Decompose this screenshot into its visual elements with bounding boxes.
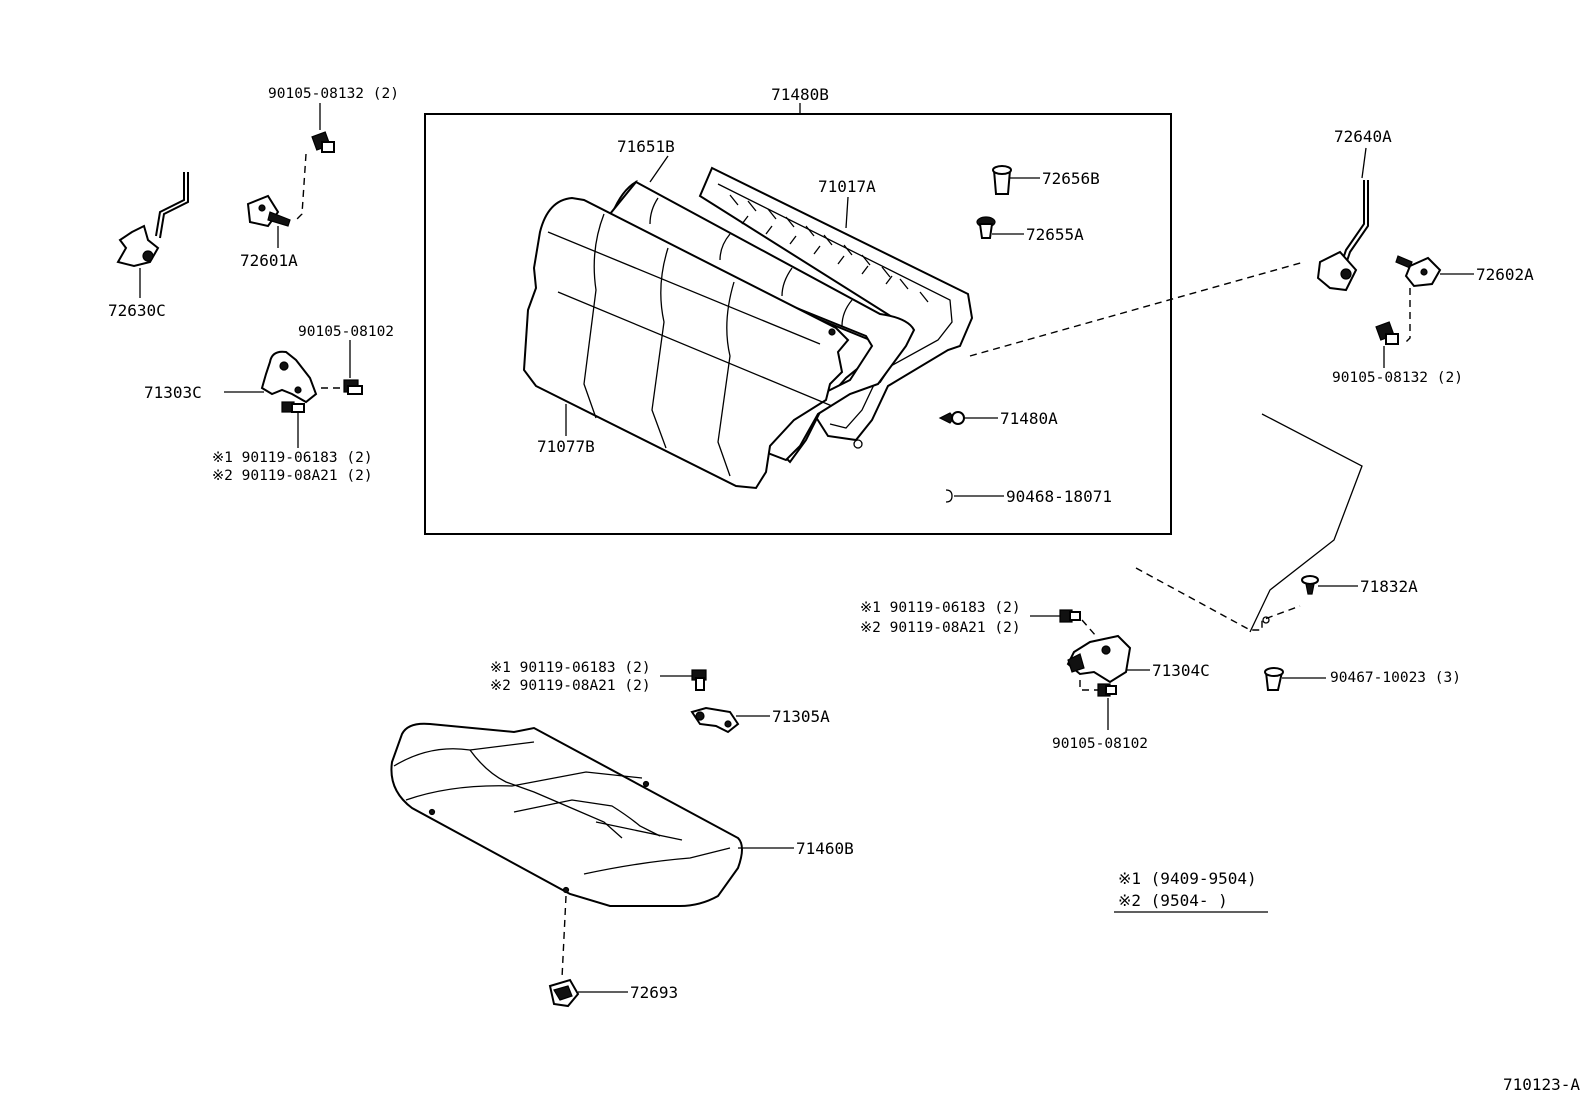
left-note-2: ※2 90119-08A21 (2): [212, 468, 373, 484]
label-72656B: 72656B: [1042, 169, 1100, 188]
bolt-90105-08102-left-icon: [343, 379, 363, 395]
seat-cushion-71460B: [390, 722, 743, 907]
dashed-bolt-left: [295, 153, 307, 221]
label-71480B: 71480B: [771, 85, 829, 104]
body-hole: [1262, 616, 1270, 624]
hinge-71303C-icon: [260, 350, 318, 404]
seat-back-cover-71077B: [522, 196, 850, 490]
label-71651B: 71651B: [617, 137, 675, 156]
label-71305A: 71305A: [772, 707, 830, 726]
label-90105-08132-right: 90105-08132 (2): [1332, 370, 1463, 386]
dashed-link-right-hinge: [969, 261, 1305, 357]
center-note-1: ※1 90119-06183 (2): [490, 660, 651, 676]
dashed-right-hinge-top: [1081, 619, 1097, 637]
label-71017A: 71017A: [818, 177, 876, 196]
clip-72693-icon: [548, 978, 580, 1008]
left-note-1: ※1 90119-06183 (2): [212, 450, 373, 466]
dashed-bolt-right: [1403, 288, 1411, 345]
label-72630C: 72630C: [108, 301, 166, 320]
hinge-71304C-icon: [1066, 634, 1132, 684]
button-72655A-icon: [976, 216, 996, 239]
bolt-90105-08132-left-icon: [311, 131, 335, 153]
latch-72630C-icon: [116, 172, 189, 268]
diagram-code: 710123-A: [1503, 1075, 1580, 1094]
label-71460B: 71460B: [796, 839, 854, 858]
body-outline: [1249, 413, 1363, 633]
bolt-left-hinge-icon: [281, 401, 305, 413]
label-72693: 72693: [630, 983, 678, 1002]
label-72601A: 72601A: [240, 251, 298, 270]
label-90105-08132-left: 90105-08132 (2): [268, 86, 399, 102]
label-71832A: 71832A: [1360, 577, 1418, 596]
bracket-72601A-icon: [246, 194, 291, 228]
body-outline-dash: [1135, 567, 1301, 631]
right-note-1: ※1 90119-06183 (2): [860, 600, 1021, 616]
latch-72640A-icon: [1316, 180, 1369, 292]
label-72655A: 72655A: [1026, 225, 1084, 244]
pin-72656B-icon: [992, 165, 1012, 195]
label-90105-08102-left: 90105-08102: [298, 324, 394, 340]
nut-90467-icon: [1264, 667, 1284, 691]
production-date-legend: ※1 (9409-9504) ※2 (9504- ): [1114, 869, 1268, 913]
legend-line-1: ※1 (9409-9504): [1118, 869, 1257, 888]
label-90105-08102-right: 90105-08102: [1052, 736, 1148, 752]
leader-71651B: [649, 155, 669, 183]
label-71077B: 71077B: [537, 437, 595, 456]
label-72640A: 72640A: [1334, 127, 1392, 146]
clip-71480A-icon: [938, 411, 965, 425]
leader-72640A: [1361, 147, 1367, 179]
label-72602A: 72602A: [1476, 265, 1534, 284]
label-90468: 90468-18071: [1006, 487, 1112, 506]
right-note-2: ※2 90119-08A21 (2): [860, 620, 1021, 636]
seat-back-assembly-box: [424, 113, 1172, 535]
leader-71017A: [845, 196, 849, 229]
bolt-right-hinge-top-icon: [1059, 609, 1081, 623]
bumper-71832A-icon: [1301, 575, 1319, 595]
bolt-90105-08102-right-icon: [1097, 683, 1117, 697]
hook-90468-icon: [945, 489, 953, 503]
bolt-71305A-icon: [691, 669, 707, 691]
dashed-right-hinge-bottom: [1079, 680, 1098, 691]
legend-line-2: ※2 (9504- ): [1118, 891, 1228, 910]
center-note-2: ※2 90119-08A21 (2): [490, 678, 651, 694]
bolt-90105-08132-right-icon: [1375, 321, 1399, 345]
label-71304C: 71304C: [1152, 661, 1210, 680]
label-90467: 90467-10023 (3): [1330, 670, 1461, 686]
label-71480A: 71480A: [1000, 409, 1058, 428]
bracket-71305A-icon: [690, 706, 740, 734]
label-71303C: 71303C: [144, 383, 202, 402]
bracket-72602A-icon: [1395, 255, 1442, 288]
dashed-cushion-clip: [561, 895, 567, 979]
